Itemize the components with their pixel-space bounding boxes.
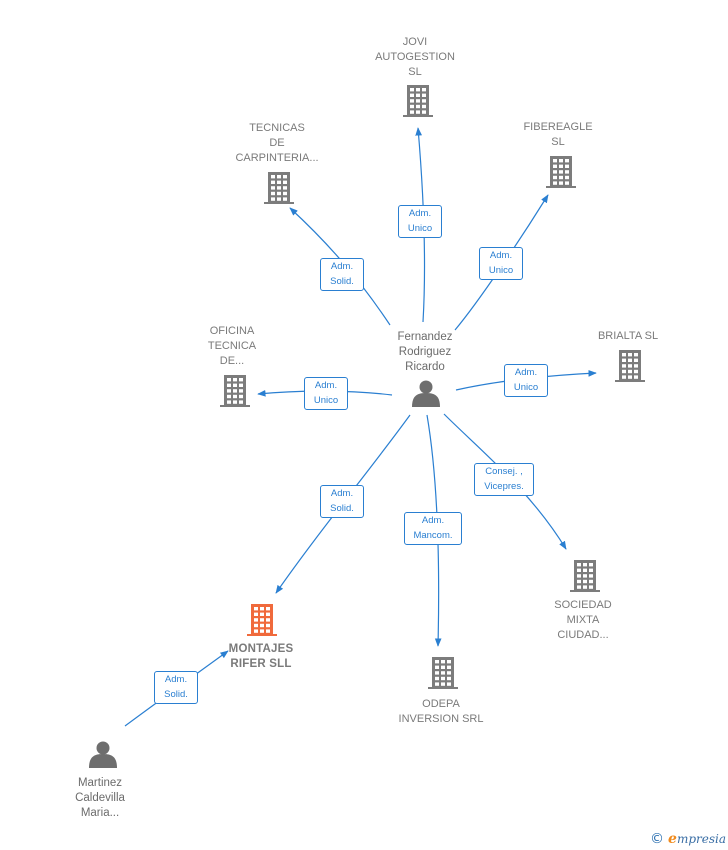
edge-label-brialta[interactable]: Adm. Unico: [504, 364, 548, 397]
copyright-icon: ©: [650, 831, 665, 847]
building-icon-tecnicas[interactable]: [264, 172, 294, 204]
building-icon-jovi[interactable]: [403, 85, 433, 117]
node-label-montajes[interactable]: MONTAJES RIFER SLL: [228, 643, 294, 670]
building-icon-odepa[interactable]: [428, 657, 458, 689]
edge-label-sociedad[interactable]: Consej. , Vicepres.: [474, 463, 534, 496]
edge-label-oficina[interactable]: Adm. Unico: [304, 377, 348, 410]
building-icon-oficina[interactable]: [220, 375, 250, 407]
edge-label-montajes[interactable]: Adm. Solid.: [154, 671, 198, 704]
brand-logo: empresia: [668, 831, 726, 847]
node-label-tecnicas[interactable]: TECNICAS DE CARPINTERIA...: [235, 122, 319, 164]
node-label-brialta[interactable]: BRIALTA SL: [597, 330, 659, 342]
building-icon-sociedad[interactable]: [570, 560, 600, 592]
node-label-odepa[interactable]: ODEPA INVERSION SRL: [398, 698, 484, 725]
node-label-jovi[interactable]: JOVI AUTOGESTION SL: [375, 36, 455, 78]
icons-layer: [89, 85, 645, 768]
edge-label-fibereagle[interactable]: Adm. Unico: [479, 247, 523, 280]
node-label-oficina[interactable]: OFICINA TECNICA DE...: [207, 325, 257, 367]
edge-label-odepa[interactable]: Adm. Mancom.: [404, 512, 462, 545]
edge-label-jovi[interactable]: Adm. Unico: [398, 205, 442, 238]
node-label-martinez[interactable]: Martinez Caldevilla Maria...: [75, 777, 125, 819]
node-label-fibereagle[interactable]: FIBEREAGLE SL: [523, 121, 593, 148]
edge-label-montajes[interactable]: Adm. Solid.: [320, 485, 364, 518]
building-icon-montajes[interactable]: [247, 604, 277, 636]
building-icon-fibereagle[interactable]: [546, 156, 576, 188]
footer-brand: © empresia: [650, 831, 726, 847]
node-label-fernandez[interactable]: Fernandez Rodriguez Ricardo: [397, 331, 453, 373]
node-label-sociedad[interactable]: SOCIEDAD MIXTA CIUDAD...: [554, 599, 612, 641]
person-icon-martinez[interactable]: [89, 741, 117, 769]
edge-label-tecnicas[interactable]: Adm. Solid.: [320, 258, 364, 291]
building-icon-brialta[interactable]: [615, 350, 645, 382]
person-icon-fernandez[interactable]: [412, 380, 440, 408]
